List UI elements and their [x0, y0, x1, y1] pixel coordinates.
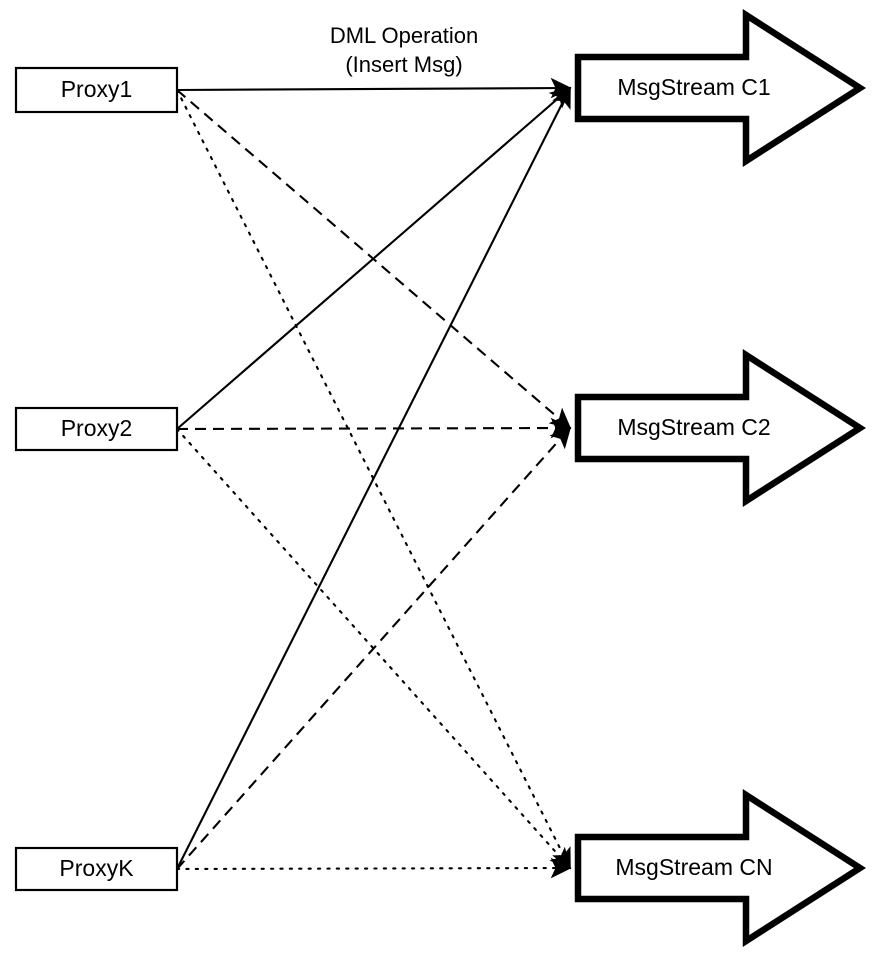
- dml-operation-caption: DML Operation (Insert Msg): [330, 23, 478, 77]
- msgstream-nodes-layer: MsgStream C1 MsgStream C2 MsgStream CN: [574, 9, 867, 947]
- edge-line-solid: [176, 86, 571, 870]
- msgstream-node-stream_c2[interactable]: MsgStream C2: [574, 349, 867, 507]
- edge-pk-c1: [176, 86, 571, 870]
- proxy-node-proxyk[interactable]: ProxyK: [14, 846, 179, 892]
- edge-p1-cn: [175, 88, 572, 870]
- proxy-box[interactable]: [14, 406, 179, 452]
- edges-layer: [175, 77, 572, 879]
- msgstream-node-stream_cn[interactable]: MsgStream CN: [574, 789, 867, 947]
- proxy-box[interactable]: [14, 66, 179, 114]
- edge-p2-c2: [176, 417, 572, 439]
- proxy-label: ProxyK: [59, 855, 134, 881]
- caption-line-2: (Insert Msg): [345, 52, 462, 77]
- edge-p1-c1: [176, 77, 572, 99]
- edge-line-dashed: [176, 426, 572, 870]
- edge-line-solid: [176, 77, 572, 99]
- proxy-node-proxy2[interactable]: Proxy2: [14, 406, 179, 452]
- edge-pk-c2: [176, 426, 572, 870]
- msgstream-label: MsgStream C1: [617, 74, 770, 100]
- proxy-box[interactable]: [14, 846, 179, 892]
- edge-line-dotted: [175, 88, 572, 870]
- caption-line-1: DML Operation: [330, 23, 478, 48]
- proxy-node-proxy1[interactable]: Proxy1: [14, 66, 179, 114]
- msgstream-label: MsgStream CN: [615, 854, 772, 880]
- msgstream-arrow-shape[interactable]: [574, 9, 867, 167]
- edge-pk-cn: [175, 857, 572, 879]
- edge-line-solid: [176, 86, 572, 430]
- proxy-label: Proxy2: [61, 415, 133, 441]
- edge-line-dotted: [175, 857, 572, 879]
- proxy-label: Proxy1: [61, 76, 133, 102]
- edge-line-dashed: [176, 417, 572, 439]
- msgstream-node-stream_c1[interactable]: MsgStream C1: [574, 9, 867, 167]
- edge-p2-c1: [176, 86, 572, 430]
- msgstream-label: MsgStream C2: [617, 414, 770, 440]
- msgstream-arrow-shape[interactable]: [574, 349, 867, 507]
- msgstream-arrow-shape[interactable]: [574, 789, 867, 947]
